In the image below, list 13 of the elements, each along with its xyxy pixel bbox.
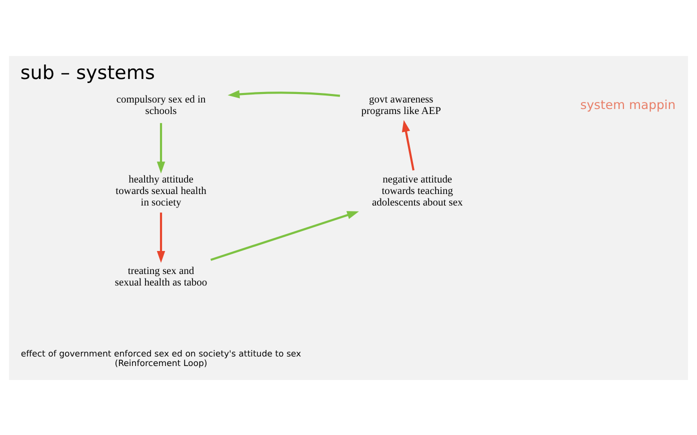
diagram-title: sub – systems bbox=[20, 61, 155, 84]
arrow bbox=[156, 212, 166, 262]
arrow bbox=[402, 119, 414, 170]
arrow bbox=[156, 122, 166, 173]
node-text: govt awareness programs like AEP bbox=[361, 94, 441, 116]
node-text: treating sex and sexual health as taboo bbox=[114, 266, 208, 288]
caption: effect of government enforced sex ed on society's attitude to sex (Reinforcement Loop) bbox=[20, 348, 302, 368]
node-text: compulsory sex ed in schools bbox=[116, 94, 206, 116]
arrow bbox=[228, 90, 340, 98]
node-text: negative attitude towards teaching adolescents about sex bbox=[372, 174, 463, 208]
node-text: healthy attitude towards sexual health in society bbox=[116, 174, 206, 208]
label: system mappin bbox=[580, 97, 676, 112]
arrow bbox=[210, 210, 359, 260]
